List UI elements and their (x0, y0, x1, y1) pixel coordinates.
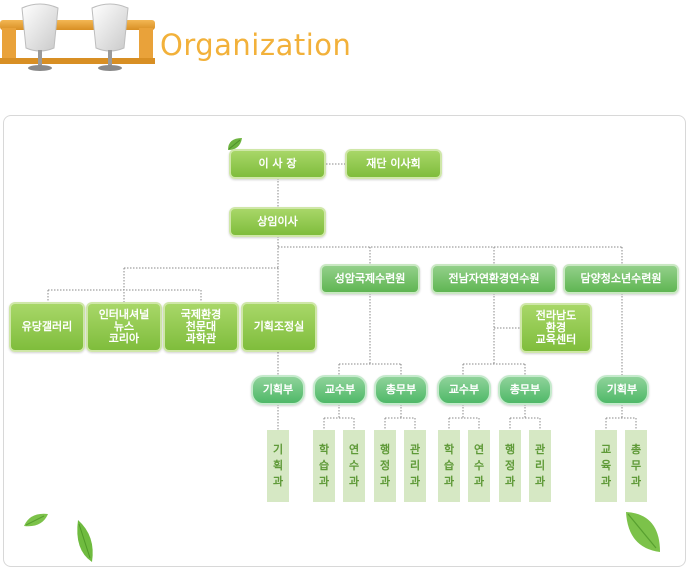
gallery-node: 유당갤러리 (9, 302, 85, 352)
jeonnam-education-center-node: 전라남도 환경 교육센터 (520, 303, 592, 353)
executive-director-node: 상임이사 (229, 207, 326, 237)
page-header: Organization (0, 0, 691, 90)
leaf-icon (228, 138, 242, 150)
international-news-korea-node: 인터내셔널 뉴스 코리아 (86, 302, 162, 352)
jeonnam-faculty-node: 교수부 (437, 375, 491, 405)
leaf-icon (24, 513, 48, 527)
damyang-planning-node: 기획부 (595, 375, 649, 405)
chairman-node: 이 사 장 (229, 149, 326, 179)
seongam-institute-node: 성암국제수련원 (320, 264, 420, 294)
seongam-faculty-node: 교수부 (313, 375, 367, 405)
jeonnam-institute-node: 전남자연환경연수원 (431, 264, 557, 294)
leaf-icon (77, 520, 93, 562)
chairs-table-icon (0, 3, 155, 71)
damyang-institute-node: 담양청소년수련원 (563, 264, 679, 294)
environment-observatory-node: 국제환경 천문대 과학관 (163, 302, 239, 352)
jeonnam-admin-node: 총무부 (498, 375, 552, 405)
seongam-admin-node: 총무부 (374, 375, 428, 405)
planning-dept-node: 기획부 (251, 375, 305, 405)
foundation-board-node: 재단 이사회 (345, 149, 442, 179)
leaf-icon (626, 512, 660, 552)
page-title: Organization (160, 28, 352, 62)
planning-office-node: 기획조정실 (241, 302, 317, 352)
